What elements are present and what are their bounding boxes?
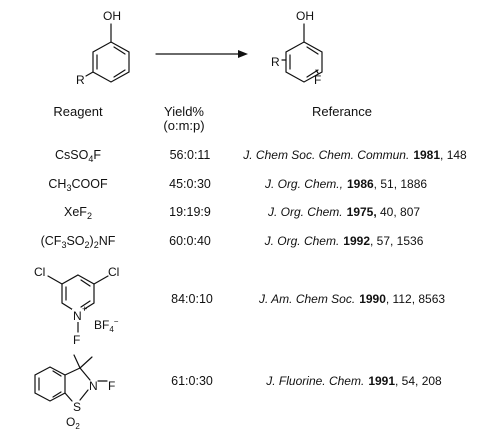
table-row: N F S O2 61:0:30 J. Fluorine. Chem.1991,… — [34, 354, 442, 429]
reference-cell: J. Org. Chem.,1986, 51, 1886 — [264, 177, 427, 191]
header-yield: Yield% — [164, 104, 204, 119]
reagent-cell: CsSO4F — [55, 148, 101, 164]
plus-charge: + — [82, 304, 87, 314]
nitrogen-label: N — [73, 309, 82, 323]
product-f-label: F — [314, 73, 321, 87]
reagent-cell: CH3COOF — [48, 177, 108, 193]
reference-cell: J. Org. Chem.1975, 40, 807 — [267, 205, 420, 219]
sultam-nitrogen-label: N — [89, 379, 98, 393]
yield-cell: 45:0:30 — [169, 177, 211, 191]
reference-cell: J. Fluorine. Chem.1991, 54, 208 — [265, 374, 442, 388]
reactant-structure: OH R — [76, 9, 130, 87]
header-yield-sub: (o:m:p) — [163, 118, 204, 133]
yield-cell: 84:0:10 — [171, 292, 213, 306]
reference-cell: J. Am. Chem Soc.1990, 112, 8563 — [258, 292, 445, 306]
reference-cell: J. Org. Chem.1992, 57, 1536 — [264, 234, 424, 248]
table-row: CsSO4F 56:0:11 J. Chem Soc. Chem. Commun… — [55, 148, 467, 164]
pyridinium-structure: Cl Cl N + F BF4− — [34, 265, 119, 347]
reactant-r-label: R — [76, 73, 85, 87]
reference-cell: J. Chem Soc. Chem. Commun.1981, 148 — [242, 148, 467, 162]
sultam-structure: N F S O2 — [34, 354, 115, 429]
yield-cell: 19:19:9 — [169, 205, 211, 219]
header-reagent: Reagent — [53, 104, 103, 119]
table-row: (CF3SO2)2NF 60:0:40 J. Org. Chem.1992, 5… — [41, 234, 424, 250]
product-oh-label: OH — [296, 9, 314, 23]
reactant-oh-label: OH — [103, 9, 121, 23]
header-reference: Referance — [312, 104, 372, 119]
yield-cell: 56:0:11 — [170, 148, 211, 162]
fluorine-label: F — [73, 333, 80, 347]
table-row: Cl Cl N + F BF4− 84:0:10 J. Am. Chem Soc… — [34, 265, 445, 347]
yield-cell: 61:0:30 — [171, 374, 213, 388]
sultam-dioxide-label: O2 — [66, 415, 80, 429]
yield-cell: 60:0:40 — [169, 234, 211, 248]
tetrafluoroborate-label: BF4− — [94, 317, 119, 334]
reagent-cell: XeF2 — [64, 205, 92, 221]
chlorine-left-label: Cl — [34, 265, 45, 279]
product-structure: OH R F — [271, 9, 323, 87]
table-row: XeF2 19:19:9 J. Org. Chem.1975, 40, 807 — [64, 205, 420, 221]
reaction-arrow — [155, 50, 248, 58]
table-row: CH3COOF 45:0:30 J. Org. Chem.,1986, 51, … — [48, 177, 427, 193]
chlorine-right-label: Cl — [108, 265, 119, 279]
sultam-sulfur-label: S — [73, 400, 81, 414]
sultam-fluorine-label: F — [108, 379, 115, 393]
reagent-cell: (CF3SO2)2NF — [41, 234, 116, 250]
product-r-label: R — [271, 55, 280, 69]
